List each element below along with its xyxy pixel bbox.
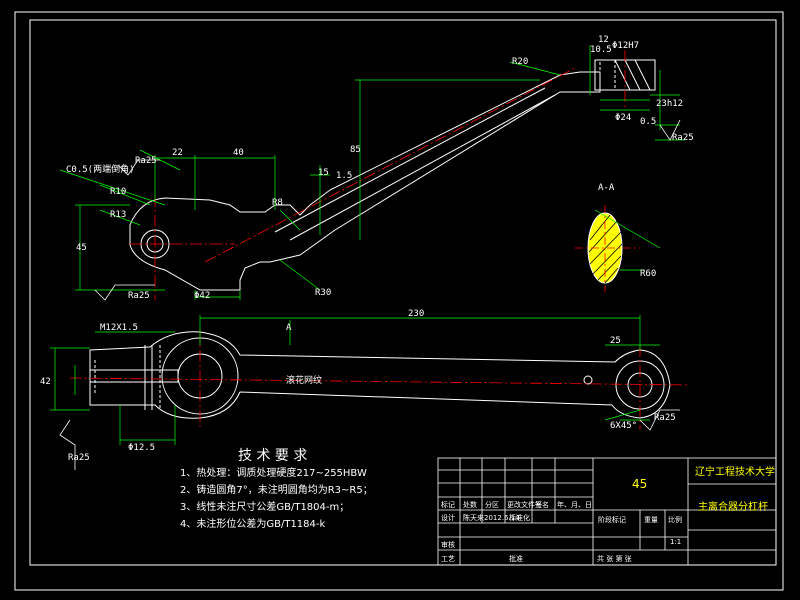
dim-r8: R8 xyxy=(272,198,283,208)
tech-item: 3、线性未注尺寸公差GB/T1804-m； xyxy=(180,500,349,513)
tb-stage-label: 阶段标记 xyxy=(598,515,626,524)
dim-6x45: 6X45° xyxy=(610,421,637,431)
tb-hdr-sign: 签名 xyxy=(535,500,549,509)
dim-ra25-right: Ra25 xyxy=(672,133,694,143)
dim-22: 22 xyxy=(172,148,183,158)
dim-aa: A-A xyxy=(598,183,615,193)
elevation-view xyxy=(59,45,685,301)
dim-10-5: 10.5 xyxy=(590,45,612,55)
tb-hdr-count: 处数 xyxy=(463,500,477,509)
dim-r60: R60 xyxy=(640,269,656,279)
tb-std-label: 标准化 xyxy=(509,513,530,522)
tb-approve-label: 批准 xyxy=(509,554,523,563)
dim-ra25-plan: Ra25 xyxy=(654,413,676,423)
dim-a: A xyxy=(286,323,292,333)
dim-r13: R13 xyxy=(110,210,126,220)
tb-part-name: 主离合器分杠杆 xyxy=(698,500,768,513)
dim-ra25-bottom: Ra25 xyxy=(128,291,150,301)
dim-12h: Φ12H7 xyxy=(612,41,639,51)
dim-12: 12 xyxy=(598,35,609,45)
dim-42: Φ42 xyxy=(194,291,210,301)
dimension-labels: R20 12 10.5 Φ12H7 23h12 Φ24 0.5 Ra25 85 … xyxy=(40,35,694,463)
dim-0-5: 0.5 xyxy=(640,117,656,127)
section-aa xyxy=(575,205,661,292)
tb-scale-value: 1:1 xyxy=(670,538,681,546)
dim-1-5: 1.5 xyxy=(336,171,352,181)
tb-hdr-date: 年、月、日 xyxy=(557,500,592,509)
tb-weight-label: 重量 xyxy=(644,516,658,524)
tb-design-date: 2012.6.14 xyxy=(484,514,520,522)
tb-designer: 陈天来 xyxy=(463,513,484,522)
dim-ra25-top: Ra25 xyxy=(135,156,157,166)
dim-230: 230 xyxy=(408,309,424,319)
dim-45: 45 xyxy=(76,243,87,253)
outer-frame xyxy=(14,11,784,591)
dim-42-plan: 42 xyxy=(40,377,51,387)
dim-24: Φ24 xyxy=(615,113,631,123)
dim-12-5: Φ12.5 xyxy=(128,443,155,453)
dim-ra25-left: Ra25 xyxy=(68,453,90,463)
title-block: 45 辽宁工程技术大学 主离合器分杠杆 标记 处数 分区 更改文件号 签名 年、… xyxy=(441,465,775,563)
technical-requirements: 技 术 要 求 1、热处理：调质处理硬度217~255HBW 2、铸造圆角7°，… xyxy=(180,448,373,530)
tb-process-label: 工艺 xyxy=(441,555,455,563)
tech-item: 1、热处理：调质处理硬度217~255HBW xyxy=(180,466,367,479)
tb-design-label: 设计 xyxy=(441,513,455,522)
dim-label-mid: 滚花网纹 xyxy=(286,374,322,386)
dim-c05: C0.5(两端倒角) xyxy=(66,163,135,175)
dim-85: 85 xyxy=(350,145,361,155)
inner-frame xyxy=(29,19,777,566)
tb-school: 辽宁工程技术大学 xyxy=(695,465,775,478)
dim-25: 25 xyxy=(610,336,621,346)
dim-r10: R10 xyxy=(110,187,126,197)
tb-review-label: 审核 xyxy=(441,540,455,549)
tech-title: 技 术 要 求 xyxy=(238,448,307,464)
tb-hdr-zone: 分区 xyxy=(485,500,499,509)
dim-r20-top: R20 xyxy=(512,57,528,67)
tech-item: 2、铸造圆角7°，未注明圆角均为R3~R5； xyxy=(180,483,373,496)
tb-sheets: 共 张 第 张 xyxy=(597,554,632,563)
tb-scale-label: 比例 xyxy=(668,515,682,524)
title-block-grid xyxy=(437,457,777,566)
tb-material: 45 xyxy=(632,477,647,491)
tb-hdr-doc: 更改文件号 xyxy=(507,500,542,509)
centerline-arm xyxy=(204,67,576,263)
dim-m12: M12X1.5 xyxy=(100,323,138,333)
plan-view xyxy=(50,315,691,470)
dim-r30: R30 xyxy=(315,288,331,298)
dim-40: 40 xyxy=(233,148,244,158)
tech-item: 4、未注形位公差为GB/T1184-k xyxy=(180,517,326,530)
tb-hdr-mark: 标记 xyxy=(441,500,455,509)
dim-23h12: 23h12 xyxy=(656,99,683,109)
dim-15: 15 xyxy=(318,168,329,178)
